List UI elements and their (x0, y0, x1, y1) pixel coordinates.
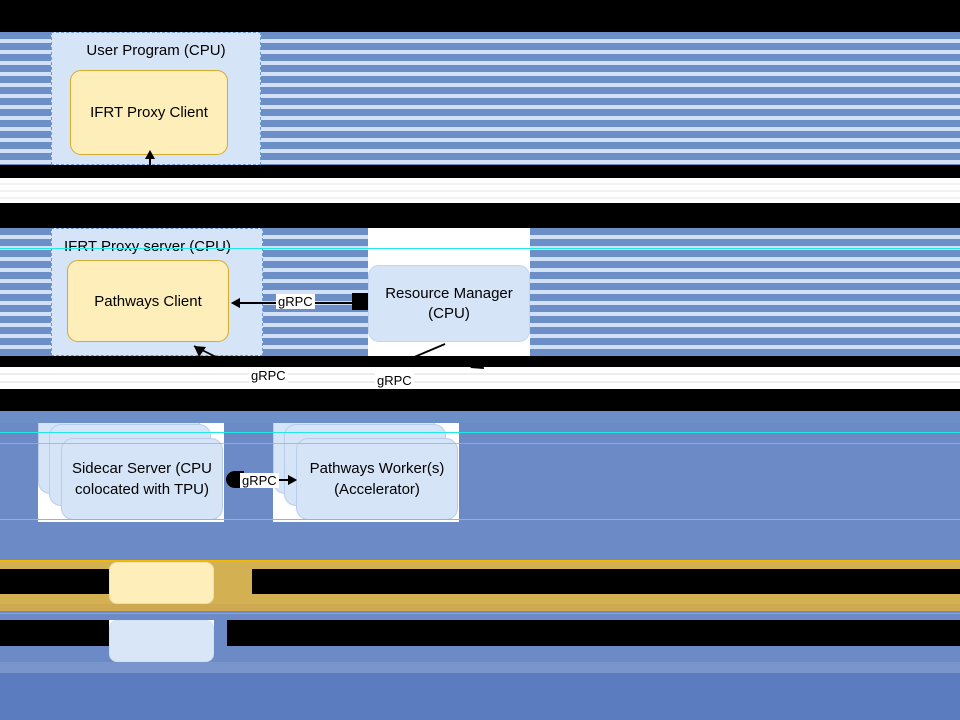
edge-sidecar-to-pathwaysclient (193, 345, 299, 399)
node-sidecar-server-line2: colocated with TPU) (75, 481, 209, 498)
node-sidecar-server-copy-1: Sidecar Server (CPU colocated with TPU) (61, 438, 223, 520)
node-resource-manager[interactable]: Resource Manager (CPU) (368, 265, 530, 342)
node-sidecar-server-line1: Sidecar Server (CPU (71, 460, 213, 477)
edge-rm-pc-arrowhead-right (358, 298, 367, 308)
node-ifrt-proxy-client[interactable]: IFRT Proxy Client (70, 70, 228, 155)
edge-rm-to-workers-label: gRPC (375, 373, 414, 388)
node-pathways-workers-copy-1: Pathways Worker(s) (Accelerator) (296, 438, 458, 520)
edge-proxyserver-to-proxyclient-arrowhead (145, 150, 155, 159)
node-sidecar-server[interactable]: Sidecar Server (CPU colocated with TPU) (38, 412, 224, 522)
node-pathways-workers-line1: Pathways Worker(s) (309, 460, 445, 477)
node-pathways-client[interactable]: Pathways Client (67, 260, 229, 342)
node-ifrt-proxy-client-label: IFRT Proxy Client (90, 104, 208, 121)
edge-rm-pc-label: gRPC (278, 296, 317, 311)
group-user-program-label: User Program (CPU) (86, 42, 226, 59)
edge-sidecar-workers-arrowhead-left (226, 475, 235, 485)
edge-sidecar-workers-arrowhead-right (288, 475, 297, 485)
edge-sidecar-workers-label: gRPC (240, 473, 279, 488)
node-resource-manager-line2: (CPU) (428, 304, 470, 322)
edge-rm-pc-arrowhead-left (231, 298, 240, 308)
edge-proxyserver-to-proxyclient-label: gRPC (128, 181, 167, 196)
node-resource-manager-line1: Resource Manager (385, 284, 513, 302)
node-pathways-client-label: Pathways Client (94, 292, 202, 310)
node-pathways-workers-line2: (Accelerator) (334, 481, 420, 498)
node-pathways-workers[interactable]: Pathways Worker(s) (Accelerator) (273, 412, 459, 522)
edge-sidecar-to-pathwaysclient-label: gRPC (249, 368, 288, 383)
group-ifrt-proxy-server-label: IFRT Proxy server (CPU) (64, 238, 231, 255)
legend-swatch-blue (109, 620, 214, 662)
legend-swatch-yellow (109, 562, 214, 604)
